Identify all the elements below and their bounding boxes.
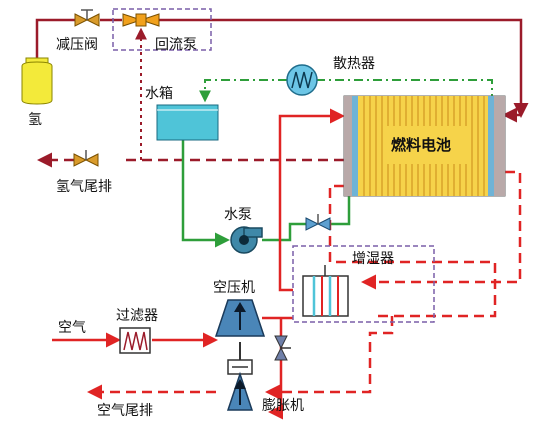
water-pump-icon	[230, 226, 263, 254]
air-return-line	[87, 170, 522, 400]
air-supply-line	[52, 108, 345, 420]
pressure-valve-label: 减压阀	[56, 37, 98, 53]
h2-exhaust-valve-icon	[73, 150, 99, 167]
humidifier-icon	[302, 265, 349, 317]
compressor-label: 空压机	[213, 280, 255, 296]
air-exhaust-label: 空气尾排	[97, 403, 153, 419]
water-tank	[156, 104, 219, 141]
hydrogen-label: 氢	[28, 112, 42, 128]
water-tank-label: 水箱	[145, 86, 173, 102]
hydrogen-supply-line	[35, 18, 529, 123]
water-pump-label: 水泵	[224, 207, 252, 223]
fuel-cell-label: 燃料电池	[391, 136, 452, 154]
expander-icon	[226, 371, 254, 411]
fuel-cell-stack	[343, 95, 506, 197]
compressor-icon	[214, 299, 266, 337]
recirc-pump-icon	[122, 13, 160, 27]
coolant-loop-dashed	[199, 74, 493, 103]
humidifier-label: 增湿器	[352, 251, 394, 267]
humidifier-box	[292, 245, 435, 323]
h2-exhaust-label: 氢气尾排	[56, 179, 112, 195]
radiator-icon	[286, 64, 318, 96]
recirc-pump-box	[112, 8, 212, 51]
radiator-label: 散热器	[333, 56, 375, 72]
coolant-loop-solid	[181, 140, 351, 248]
hydrogen-cylinder	[21, 57, 53, 105]
air-bypass-valve-icon	[274, 335, 291, 361]
coolant-valve-icon	[305, 214, 331, 231]
filter-label: 过滤器	[116, 308, 158, 324]
air-in-label: 空气	[58, 320, 86, 336]
air-filter-icon	[119, 327, 151, 354]
recirc-pump-label: 回流泵	[155, 37, 197, 53]
expander-label: 膨胀机	[262, 398, 304, 414]
pressure-valve-icon	[74, 9, 100, 27]
